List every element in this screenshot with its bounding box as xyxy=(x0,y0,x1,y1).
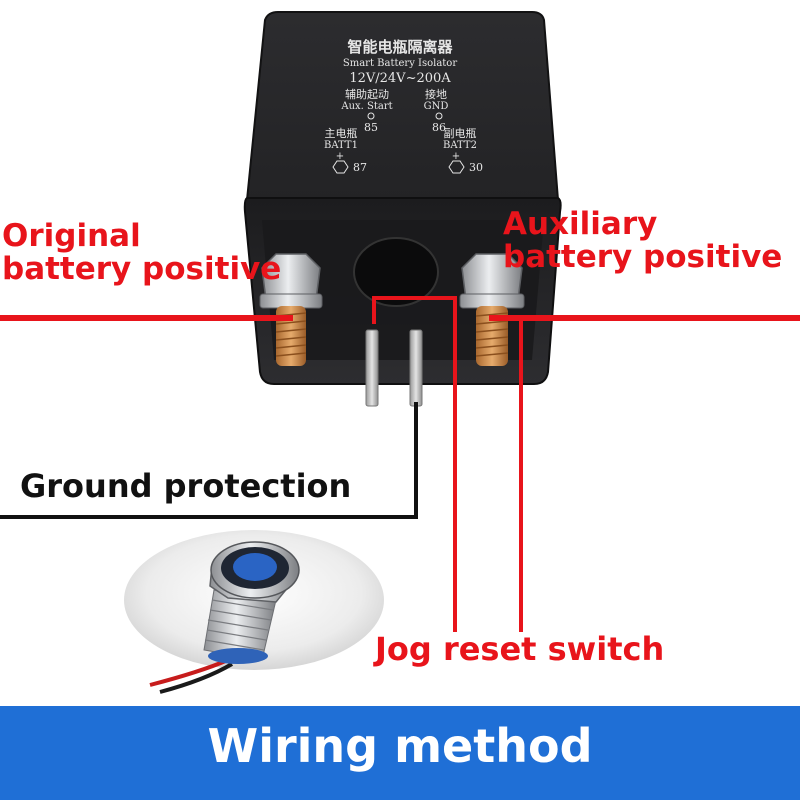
banner-title: Wiring method xyxy=(207,719,593,773)
batt2-en: BATT2 xyxy=(443,140,477,151)
device-title-en: Smart Battery Isolator xyxy=(343,58,457,69)
aux-start-dot xyxy=(367,112,375,120)
gnd-en: GND xyxy=(424,101,449,112)
push-button-switch-icon xyxy=(124,530,384,694)
batt2-pin: 30 xyxy=(469,161,483,174)
original-battery-label: Original battery positive xyxy=(2,220,281,285)
gnd-pin: 86 xyxy=(432,121,446,134)
auxiliary-battery-line1: Auxiliary xyxy=(503,206,658,242)
left-terminal-icon xyxy=(259,253,323,366)
batt2-cn: 副电瓶 xyxy=(444,126,477,140)
batt1-hex-icon xyxy=(332,160,349,174)
original-battery-line2: battery positive xyxy=(2,250,282,287)
device-rating: 12V/24V~200A xyxy=(349,71,451,86)
right-terminal-icon xyxy=(459,253,525,366)
batt1-pin: 87 xyxy=(353,161,367,174)
gnd-cn: 接地 xyxy=(425,88,447,101)
original-battery-line1: Original xyxy=(2,218,141,254)
jog-reset-switch-label: Jog reset switch xyxy=(375,630,665,668)
batt1-en: BATT1 xyxy=(324,140,358,151)
ground-protection-label: Ground protection xyxy=(20,467,352,505)
wire-ground xyxy=(0,402,418,519)
batt1-plus: + xyxy=(336,151,344,162)
bottom-banner xyxy=(0,706,800,800)
auxiliary-battery-line2: battery positive xyxy=(503,238,783,275)
gnd-dot xyxy=(435,112,443,120)
auxiliary-battery-label: Auxiliary battery positive xyxy=(503,208,782,273)
aux-start-cn: 辅助起动 xyxy=(345,87,389,101)
aux-start-pin: 85 xyxy=(364,121,378,134)
batt1-cn: 主电瓶 xyxy=(325,126,358,140)
wire-jog-switch-a xyxy=(372,296,457,632)
batt2-hex-icon xyxy=(448,160,465,174)
device-title-cn: 智能电瓶隔离器 xyxy=(347,38,453,56)
batt2-plus: + xyxy=(452,151,460,162)
aux-start-en: Aux. Start xyxy=(340,101,392,112)
spade-tabs-icon xyxy=(365,329,423,407)
